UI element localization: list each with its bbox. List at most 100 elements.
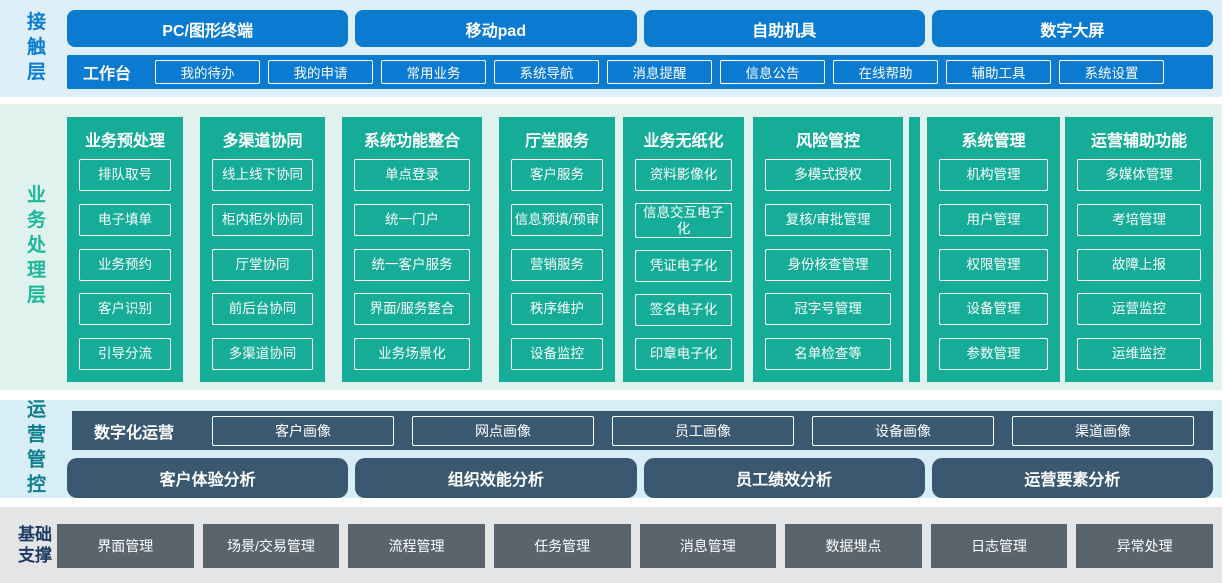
portrait-device: 设备画像: [812, 415, 994, 446]
module-box: 营销服务: [511, 248, 603, 281]
module-box: 客户服务: [511, 159, 603, 191]
module-box: 多媒体管理: [1077, 159, 1201, 191]
column-header: 系统功能整合: [363, 133, 460, 150]
module-box: 故障上报: [1077, 248, 1201, 281]
device-pc-terminal: PC/图形终端: [67, 10, 349, 47]
foundation-data-tracking: 数据埋点: [785, 524, 922, 568]
analysis-org-efficiency: 组织效能分析: [355, 458, 637, 498]
module-box: 统一门户: [354, 203, 470, 236]
column-lobby-service: 厅堂服务 客户服务 信息预填/预审 营销服务 秩序维护 设备监控: [499, 117, 615, 382]
column-header: 厅堂服务: [524, 133, 589, 150]
module-box: 线上线下协同: [212, 159, 313, 191]
module-box: 信息预填/预审: [511, 203, 603, 236]
foundation-layer-label: 基础支撑: [18, 525, 52, 566]
module-box: 资料影像化: [635, 159, 732, 191]
device-digital-screen: 数字大屏: [931, 10, 1213, 47]
module-box: 厅堂协同: [212, 248, 313, 281]
column-body: 多模式授权 复核/审批管理 身份核查管理 冠字号管理 名单检查等: [753, 151, 903, 382]
module-box: 签名电子化: [635, 293, 732, 326]
contact-layer-label: 接触层: [24, 11, 45, 86]
module-box: 机构管理: [939, 159, 1048, 191]
workbench-item-applications: 我的申请: [268, 60, 374, 84]
module-box: 客户识别: [79, 293, 171, 326]
portrait-customer: 客户画像: [212, 415, 394, 446]
column-body: 客户服务 信息预填/预审 营销服务 秩序维护 设备监控: [499, 151, 615, 382]
module-box: 设备监控: [511, 338, 603, 370]
business-layer-section: 业务处理层 业务预处理 排队取号 电子填单 业务预约 客户识别 引导分流 多渠道…: [0, 104, 1222, 390]
workbench-item-aux-tools: 辅助工具: [946, 60, 1052, 84]
column-risk-control: 风险管控 多模式授权 复核/审批管理 身份核查管理 冠字号管理 名单检查等: [753, 117, 903, 382]
column-system-management: 系统管理 机构管理 用户管理 权限管理 设备管理 参数管理: [927, 117, 1060, 382]
module-box: 多渠道协同: [212, 338, 313, 370]
foundation-process-management: 流程管理: [348, 524, 485, 568]
workbench-item-system-settings: 系统设置: [1059, 60, 1165, 84]
digital-ops-bar: 数字化运营 客户画像 网点画像 员工画像 设备画像 渠道画像: [72, 411, 1213, 450]
foundation-row: 界面管理 场景/交易管理 流程管理 任务管理 消息管理 数据埋点 日志管理 异常…: [57, 524, 1213, 568]
column-business-preprocess: 业务预处理 排队取号 电子填单 业务预约 客户识别 引导分流: [67, 117, 183, 382]
module-box: 排队取号: [79, 159, 171, 191]
module-box: 设备管理: [939, 293, 1048, 326]
module-box: 名单检查等: [765, 338, 891, 370]
column-header: 业务无纸化: [643, 133, 724, 150]
column-header: 多渠道协同: [222, 133, 303, 150]
column-header: 运营辅助功能: [1090, 133, 1187, 150]
module-box: 复核/审批管理: [765, 203, 891, 236]
contact-layer-section: 接触层 PC/图形终端 移动pad 自助机具 数字大屏 工作台 我的待办 我的申…: [0, 0, 1222, 97]
column-system-integration: 系统功能整合 单点登录 统一门户 统一客户服务 界面/服务整合 业务场景化: [342, 117, 482, 382]
module-box: 业务预约: [79, 248, 171, 281]
module-box: 考培管理: [1077, 203, 1201, 236]
module-box: 运维监控: [1077, 338, 1201, 370]
device-mobile-pad: 移动pad: [355, 10, 637, 47]
device-self-service: 自助机具: [643, 10, 925, 47]
analysis-customer-experience: 客户体验分析: [67, 458, 349, 498]
workbench-item-common-business: 常用业务: [381, 60, 487, 84]
operation-layer-section: 运营管控 数字化运营 客户画像 网点画像 员工画像 设备画像 渠道画像 客户体验…: [0, 399, 1222, 499]
module-box: 用户管理: [939, 203, 1048, 236]
column-multichannel: 多渠道协同 线上线下协同 柜内柜外协同 厅堂协同 前后台协同 多渠道协同: [200, 117, 325, 382]
workbench-item-info-notice: 信息公告: [720, 60, 826, 84]
divider-strip: [909, 117, 920, 382]
foundation-task-management: 任务管理: [493, 524, 631, 568]
module-box: 业务场景化: [354, 338, 470, 370]
module-box: 身份核查管理: [765, 248, 891, 281]
column-header: 风险管控: [795, 133, 860, 150]
module-box: 权限管理: [939, 248, 1048, 281]
analysis-employee-performance: 员工绩效分析: [643, 458, 925, 498]
module-box: 柜内柜外协同: [212, 203, 313, 236]
portrait-branch: 网点画像: [412, 415, 594, 446]
module-box: 引导分流: [79, 338, 171, 370]
module-box: 参数管理: [939, 338, 1048, 370]
workbench-item-system-nav: 系统导航: [494, 60, 600, 84]
module-box: 印章电子化: [635, 337, 732, 370]
column-body: 排队取号 电子填单 业务预约 客户识别 引导分流: [67, 151, 183, 382]
module-box: 秩序维护: [511, 293, 603, 326]
portrait-items: 客户画像 网点画像 员工画像 设备画像 渠道画像: [212, 415, 1194, 446]
workbench-item-online-help: 在线帮助: [833, 60, 939, 84]
module-box: 多模式授权: [765, 159, 891, 191]
module-box: 冠字号管理: [765, 293, 891, 326]
foundation-exception-handling: 异常处理: [1076, 524, 1213, 568]
analysis-row: 客户体验分析 组织效能分析 员工绩效分析 运营要素分析: [67, 458, 1213, 498]
column-body: 单点登录 统一门户 统一客户服务 界面/服务整合 业务场景化: [342, 151, 482, 382]
foundation-scene-transaction: 场景/交易管理: [202, 524, 340, 568]
column-body: 资料影像化 信息交互电子化 凭证电子化 签名电子化 印章电子化: [623, 151, 744, 382]
column-operation-aux: 运营辅助功能 多媒体管理 考培管理 故障上报 运营监控 运维监控: [1065, 117, 1213, 382]
foundation-message-management: 消息管理: [639, 524, 777, 568]
workbench-bar: 工作台 我的待办 我的申请 常用业务 系统导航 消息提醒 信息公告 在线帮助 辅…: [67, 55, 1213, 89]
foundation-ui-management: 界面管理: [57, 524, 194, 568]
module-box: 单点登录: [354, 159, 470, 191]
module-box: 统一客户服务: [354, 248, 470, 281]
column-header: 业务预处理: [84, 133, 165, 150]
portrait-channel: 渠道画像: [1012, 415, 1194, 446]
module-box: 前后台协同: [212, 293, 313, 326]
column-body: 线上线下协同 柜内柜外协同 厅堂协同 前后台协同 多渠道协同: [200, 151, 325, 382]
module-box: 凭证电子化: [635, 250, 732, 282]
column-header: 系统管理: [961, 133, 1026, 150]
module-box: 运营监控: [1077, 293, 1201, 326]
foundation-log-management: 日志管理: [930, 524, 1068, 568]
workbench-items: 我的待办 我的申请 常用业务 系统导航 消息提醒 信息公告 在线帮助 辅助工具 …: [155, 60, 1165, 84]
workbench-label: 工作台: [83, 66, 132, 83]
module-box: 信息交互电子化: [635, 202, 732, 239]
device-row: PC/图形终端 移动pad 自助机具 数字大屏: [67, 10, 1213, 47]
